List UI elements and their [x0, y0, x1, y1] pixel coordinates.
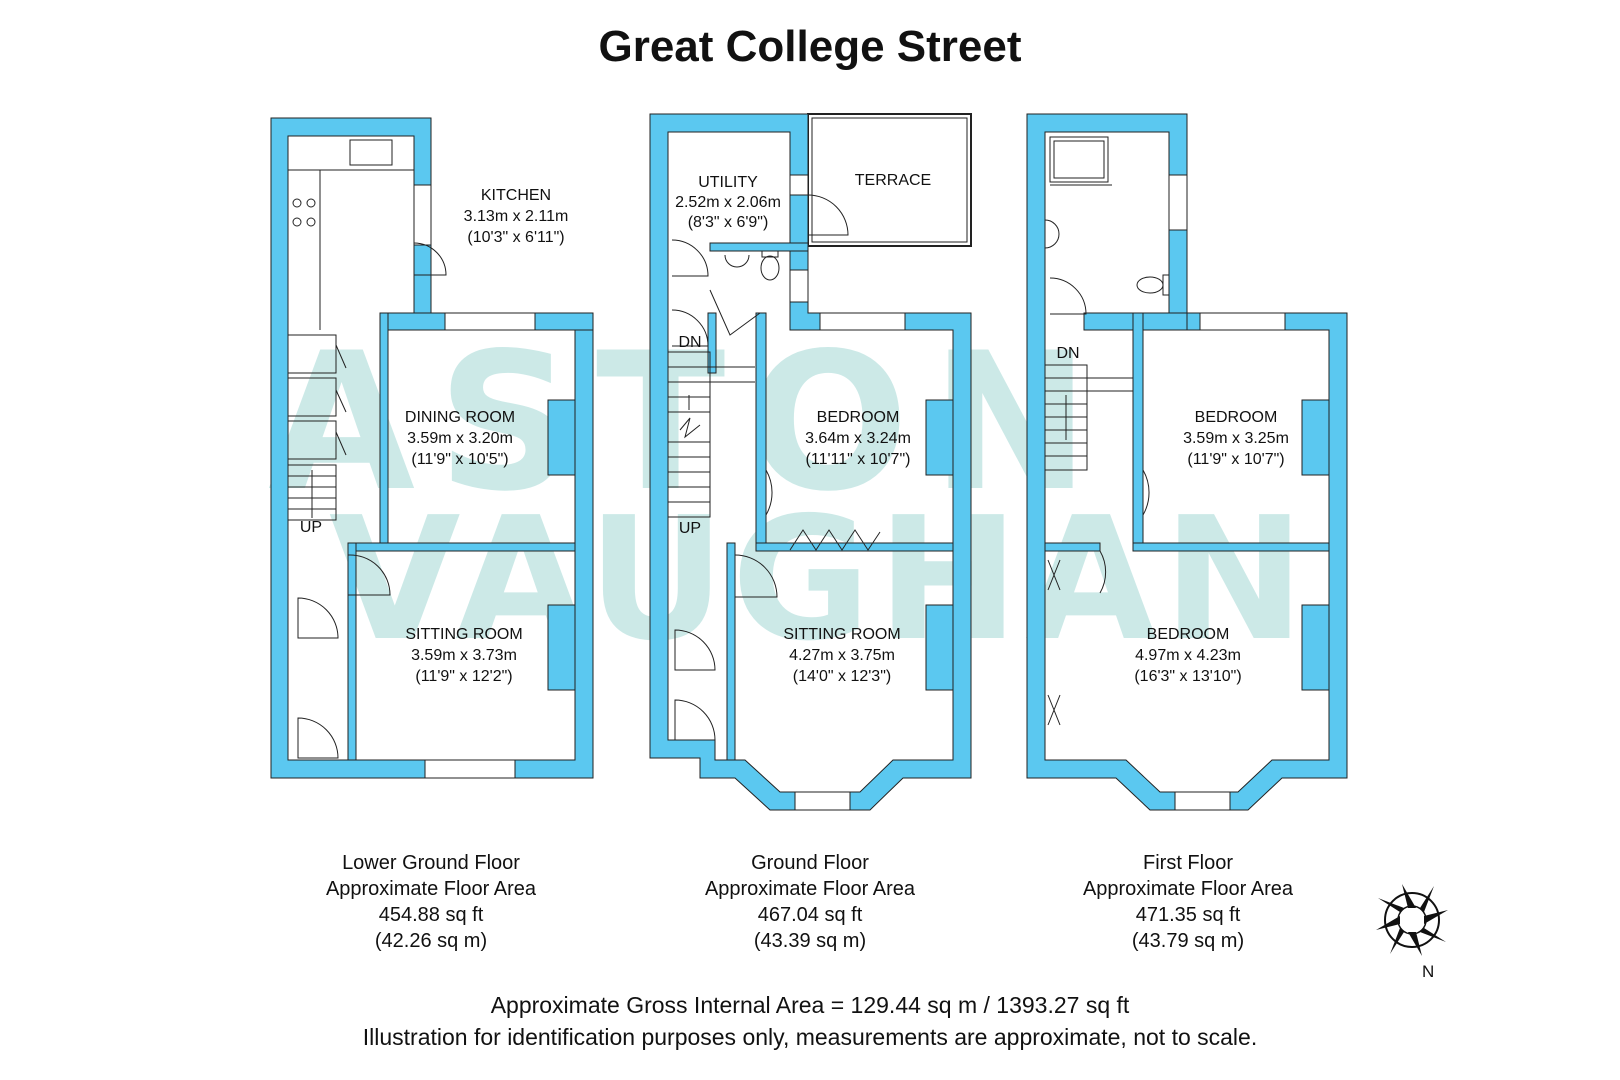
lg-sitting-room-name: SITTING ROOM [405, 626, 522, 643]
lower-ground-wall-dining-left [379, 312, 389, 544]
utility-name: UTILITY [698, 174, 758, 191]
utility-metric: 2.52m x 2.06m [675, 194, 781, 211]
disclaimer: Illustration for identification purposes… [362, 1024, 1258, 1050]
first-room-labels: BEDROOM 3.59m x 3.25m (11'9" x 10'7") BE… [1056, 345, 1288, 685]
lower-ground-window-dining [444, 312, 536, 331]
ground-floor-plan: UTILITY 2.52m x 2.06m (8'3" x 6'9") TERR… [649, 113, 972, 811]
floor-area-label: Approximate Floor Area [1082, 878, 1294, 900]
first-window-bay [1174, 791, 1231, 811]
lower-ground-wall-sitting-left [347, 542, 357, 761]
g-bedroom-metric: 3.64m x 3.24m [805, 430, 911, 447]
g-sitting-room-metric: 4.27m x 3.75m [789, 647, 895, 664]
first-chimney-1 [1301, 399, 1330, 476]
f-stair-dn-label: DN [1056, 345, 1079, 362]
ground-window-bedroom [819, 312, 906, 331]
first-wall-landing [1044, 542, 1101, 552]
gross-internal-area: Approximate Gross Internal Area = 129.44… [490, 992, 1130, 1018]
first-wall-bedrooms [1132, 542, 1330, 552]
ground-wc-fittings [724, 250, 780, 281]
kitchen-metric: 3.13m x 2.11m [464, 208, 569, 225]
lower-ground-sink [349, 139, 393, 166]
utility-imperial: (8'3" x 6'9") [688, 214, 769, 231]
f-bedroom-2-imperial: (16'3" x 13'10") [1134, 668, 1241, 685]
lower-ground-chimney-1 [547, 399, 576, 476]
floor-name: Ground Floor [751, 852, 869, 874]
lower-ground-hob [292, 198, 316, 227]
first-window-bedroom [1199, 312, 1286, 331]
first-chimney-2 [1301, 604, 1330, 691]
g-sitting-room-name: SITTING ROOM [783, 626, 900, 643]
first-stairs [1044, 364, 1133, 471]
g-stair-up-label: UP [679, 520, 701, 537]
floor-area-sqft: 467.04 sq ft [757, 904, 863, 926]
ground-chimney-1 [925, 399, 954, 476]
floor-area-sqm: (42.26 sq m) [374, 930, 488, 952]
first-wall-bedroom-left [1132, 312, 1144, 549]
lower-ground-cupboards [287, 334, 337, 460]
ground-room-labels: UTILITY 2.52m x 2.06m (8'3" x 6'9") TERR… [675, 172, 931, 685]
terrace [807, 113, 972, 247]
first-bathroom-fittings [1044, 136, 1170, 296]
lower-ground-window-kitchen [413, 184, 432, 246]
lower-ground-wall-dining-sitting [347, 542, 576, 552]
ground-stairs [667, 351, 755, 518]
ground-window-bay [794, 791, 851, 811]
watermark: ASTON VAUGHAN [268, 312, 1305, 679]
compass-icon [1376, 884, 1448, 956]
lower-ground-room-labels: KITCHEN 3.13m x 2.11m (10'3" x 6'11") DI… [300, 187, 568, 685]
ground-wall-utility [709, 242, 809, 252]
first-doors [1047, 277, 1150, 726]
first-floor-caption: First Floor Approximate Floor Area 471.3… [1038, 850, 1338, 954]
lower-ground-stairs [287, 464, 337, 521]
lg-stair-up-label: UP [300, 519, 322, 536]
floor-area-sqm: (43.39 sq m) [753, 930, 867, 952]
floor-area-label: Approximate Floor Area [704, 878, 916, 900]
ground-wall-sitting-left [726, 542, 736, 761]
plan-title: Great College Street [598, 22, 1022, 71]
g-bedroom-imperial: (11'11" x 10'7") [806, 451, 911, 468]
g-sitting-room-imperial: (14'0" x 12'3") [793, 668, 891, 685]
kitchen-imperial: (10'3" x 6'11") [467, 229, 564, 246]
ground-doors [671, 194, 881, 741]
ground-floor-caption: Ground Floor Approximate Floor Area 467.… [660, 850, 960, 954]
g-bedroom-name: BEDROOM [817, 409, 900, 426]
first-outer-wall [1026, 113, 1348, 811]
floor-area-sqft: 471.35 sq ft [1135, 904, 1241, 926]
floor-area-sqm: (43.79 sq m) [1131, 930, 1245, 952]
f-bedroom-2-metric: 4.97m x 4.23m [1135, 647, 1241, 664]
ground-chimney-2 [925, 604, 954, 691]
first-window-bathroom [1168, 174, 1188, 231]
first-floor-plan: BEDROOM 3.59m x 3.25m (11'9" x 10'7") BE… [1026, 113, 1348, 811]
f-bedroom-1-name: BEDROOM [1195, 409, 1278, 426]
dining-room-imperial: (11'9" x 10'5") [411, 451, 508, 468]
g-stair-dn-label: DN [678, 334, 701, 351]
ground-wall-hall [707, 312, 717, 374]
lower-ground-kitchen-units [288, 169, 414, 330]
dining-room-metric: 3.59m x 3.20m [407, 430, 513, 447]
floor-area-label: Approximate Floor Area [325, 878, 537, 900]
ground-wall-bedroom-left [755, 312, 767, 549]
dining-room-name: DINING ROOM [405, 409, 515, 426]
lower-ground-floor-caption: Lower Ground Floor Approximate Floor Are… [281, 850, 581, 954]
ground-window-wc [789, 269, 809, 303]
floor-name: Lower Ground Floor [342, 852, 520, 874]
kitchen-name: KITCHEN [481, 187, 551, 204]
ground-wall-bedroom-sitting [755, 542, 954, 552]
floor-area-sqft: 454.88 sq ft [378, 904, 484, 926]
lg-sitting-room-imperial: (11'9" x 12'2") [415, 668, 512, 685]
terrace-name: TERRACE [855, 172, 931, 189]
lower-ground-window-sitting [424, 759, 516, 779]
ground-window-utility [789, 174, 809, 196]
compass-north-label: N [1422, 962, 1435, 981]
f-bedroom-1-imperial: (11'9" x 10'7") [1187, 451, 1284, 468]
lower-ground-chimney-2 [547, 604, 576, 691]
lg-sitting-room-metric: 3.59m x 3.73m [411, 647, 517, 664]
floor-name: First Floor [1143, 852, 1233, 874]
f-bedroom-2-name: BEDROOM [1147, 626, 1230, 643]
lower-ground-floor-plan: KITCHEN 3.13m x 2.11m (10'3" x 6'11") DI… [270, 117, 594, 779]
lower-ground-doors [297, 242, 447, 759]
f-bedroom-1-metric: 3.59m x 3.25m [1183, 430, 1289, 447]
